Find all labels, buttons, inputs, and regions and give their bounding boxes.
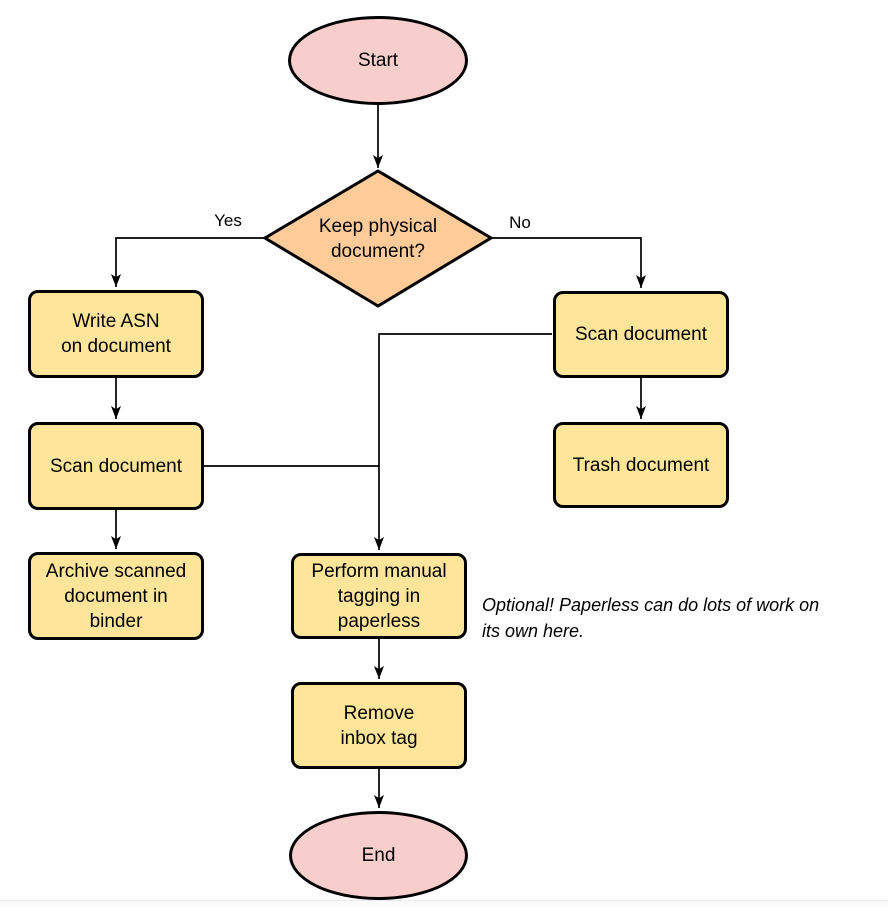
scan-document-right-label: Scan document [574, 324, 708, 345]
edge-decision-no-branch [491, 237, 646, 288]
archive-document-label: Archive scanned document in binder [45, 560, 187, 632]
page-bottom-edge [0, 900, 888, 907]
no-edge-label: No [509, 213, 531, 232]
start-node-label: Start [357, 50, 399, 71]
write-asn-node: Write ASN on document [28, 290, 204, 378]
end-node: End [289, 811, 468, 900]
remove-inbox-tag-node: Remove inbox tag [291, 682, 467, 769]
write-asn-node-label: Write ASN on document [61, 311, 171, 357]
trash-document-label: Trash document [572, 454, 710, 476]
trash-document-node: Trash document [553, 422, 729, 508]
edge-scanright-to-tagging [374, 333, 552, 550]
decision-node-label: Keep physical document? [318, 215, 438, 262]
end-node-label: End [361, 845, 396, 866]
remove-inbox-tag-label: Remove inbox tag [340, 702, 418, 749]
optional-annotation: Optional! Paperless can do lots of work … [482, 595, 820, 641]
decision-diamond-shape [262, 169, 494, 308]
start-node: Start [288, 16, 468, 105]
scan-document-left-node: Scan document [28, 422, 204, 510]
scan-document-right-node: Scan document [553, 291, 729, 378]
manual-tagging-label: Perform manual tagging in paperless [311, 560, 447, 632]
yes-edge-label: Yes [214, 211, 242, 230]
manual-tagging-node: Perform manual tagging in paperless [291, 553, 467, 639]
scan-document-left-label: Scan document [49, 455, 183, 477]
edge-decision-yes-branch [111, 237, 265, 287]
archive-document-node: Archive scanned document in binder [28, 552, 204, 640]
